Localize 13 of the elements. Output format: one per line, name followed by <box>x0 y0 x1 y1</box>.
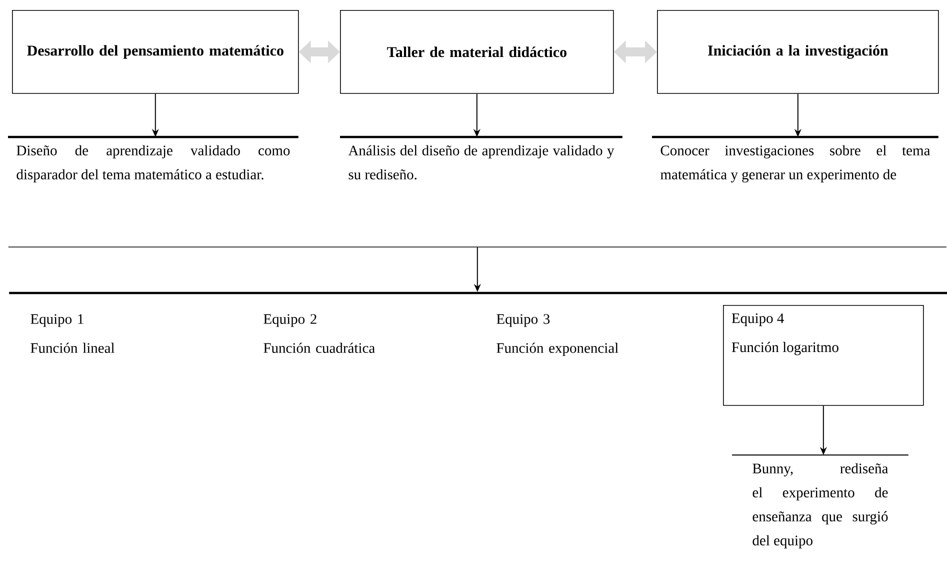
text-block: Análisis del diseño de aprendizaje validado y su rediseño. <box>340 136 622 180</box>
text-block: Diseño de aprendizaje validado como disparador del tema matemático a estudiar. <box>8 136 298 182</box>
horizontal-rule <box>8 292 947 294</box>
team-label: Equipo 1 Función lineal <box>30 314 114 353</box>
team-box: Equipo 4 Función logaritmo <box>723 305 924 406</box>
process-box: Desarrollo del pensamiento matemático <box>12 10 299 94</box>
process-box: Taller de material didáctico <box>340 10 614 94</box>
team-label: Equipo 3 Función exponencial <box>496 314 618 356</box>
text-block: Bunny, rediseña el experimento de enseñanza que surgió del equipo <box>732 454 909 548</box>
process-box: Iniciación a la investigación <box>657 10 939 94</box>
text-block: Conocer investigaciones sobre el tema matemática y generar un experimento de <box>652 136 938 182</box>
horizontal-rule <box>8 246 947 248</box>
team-label: Equipo 2 Función cuadrática <box>264 314 375 353</box>
